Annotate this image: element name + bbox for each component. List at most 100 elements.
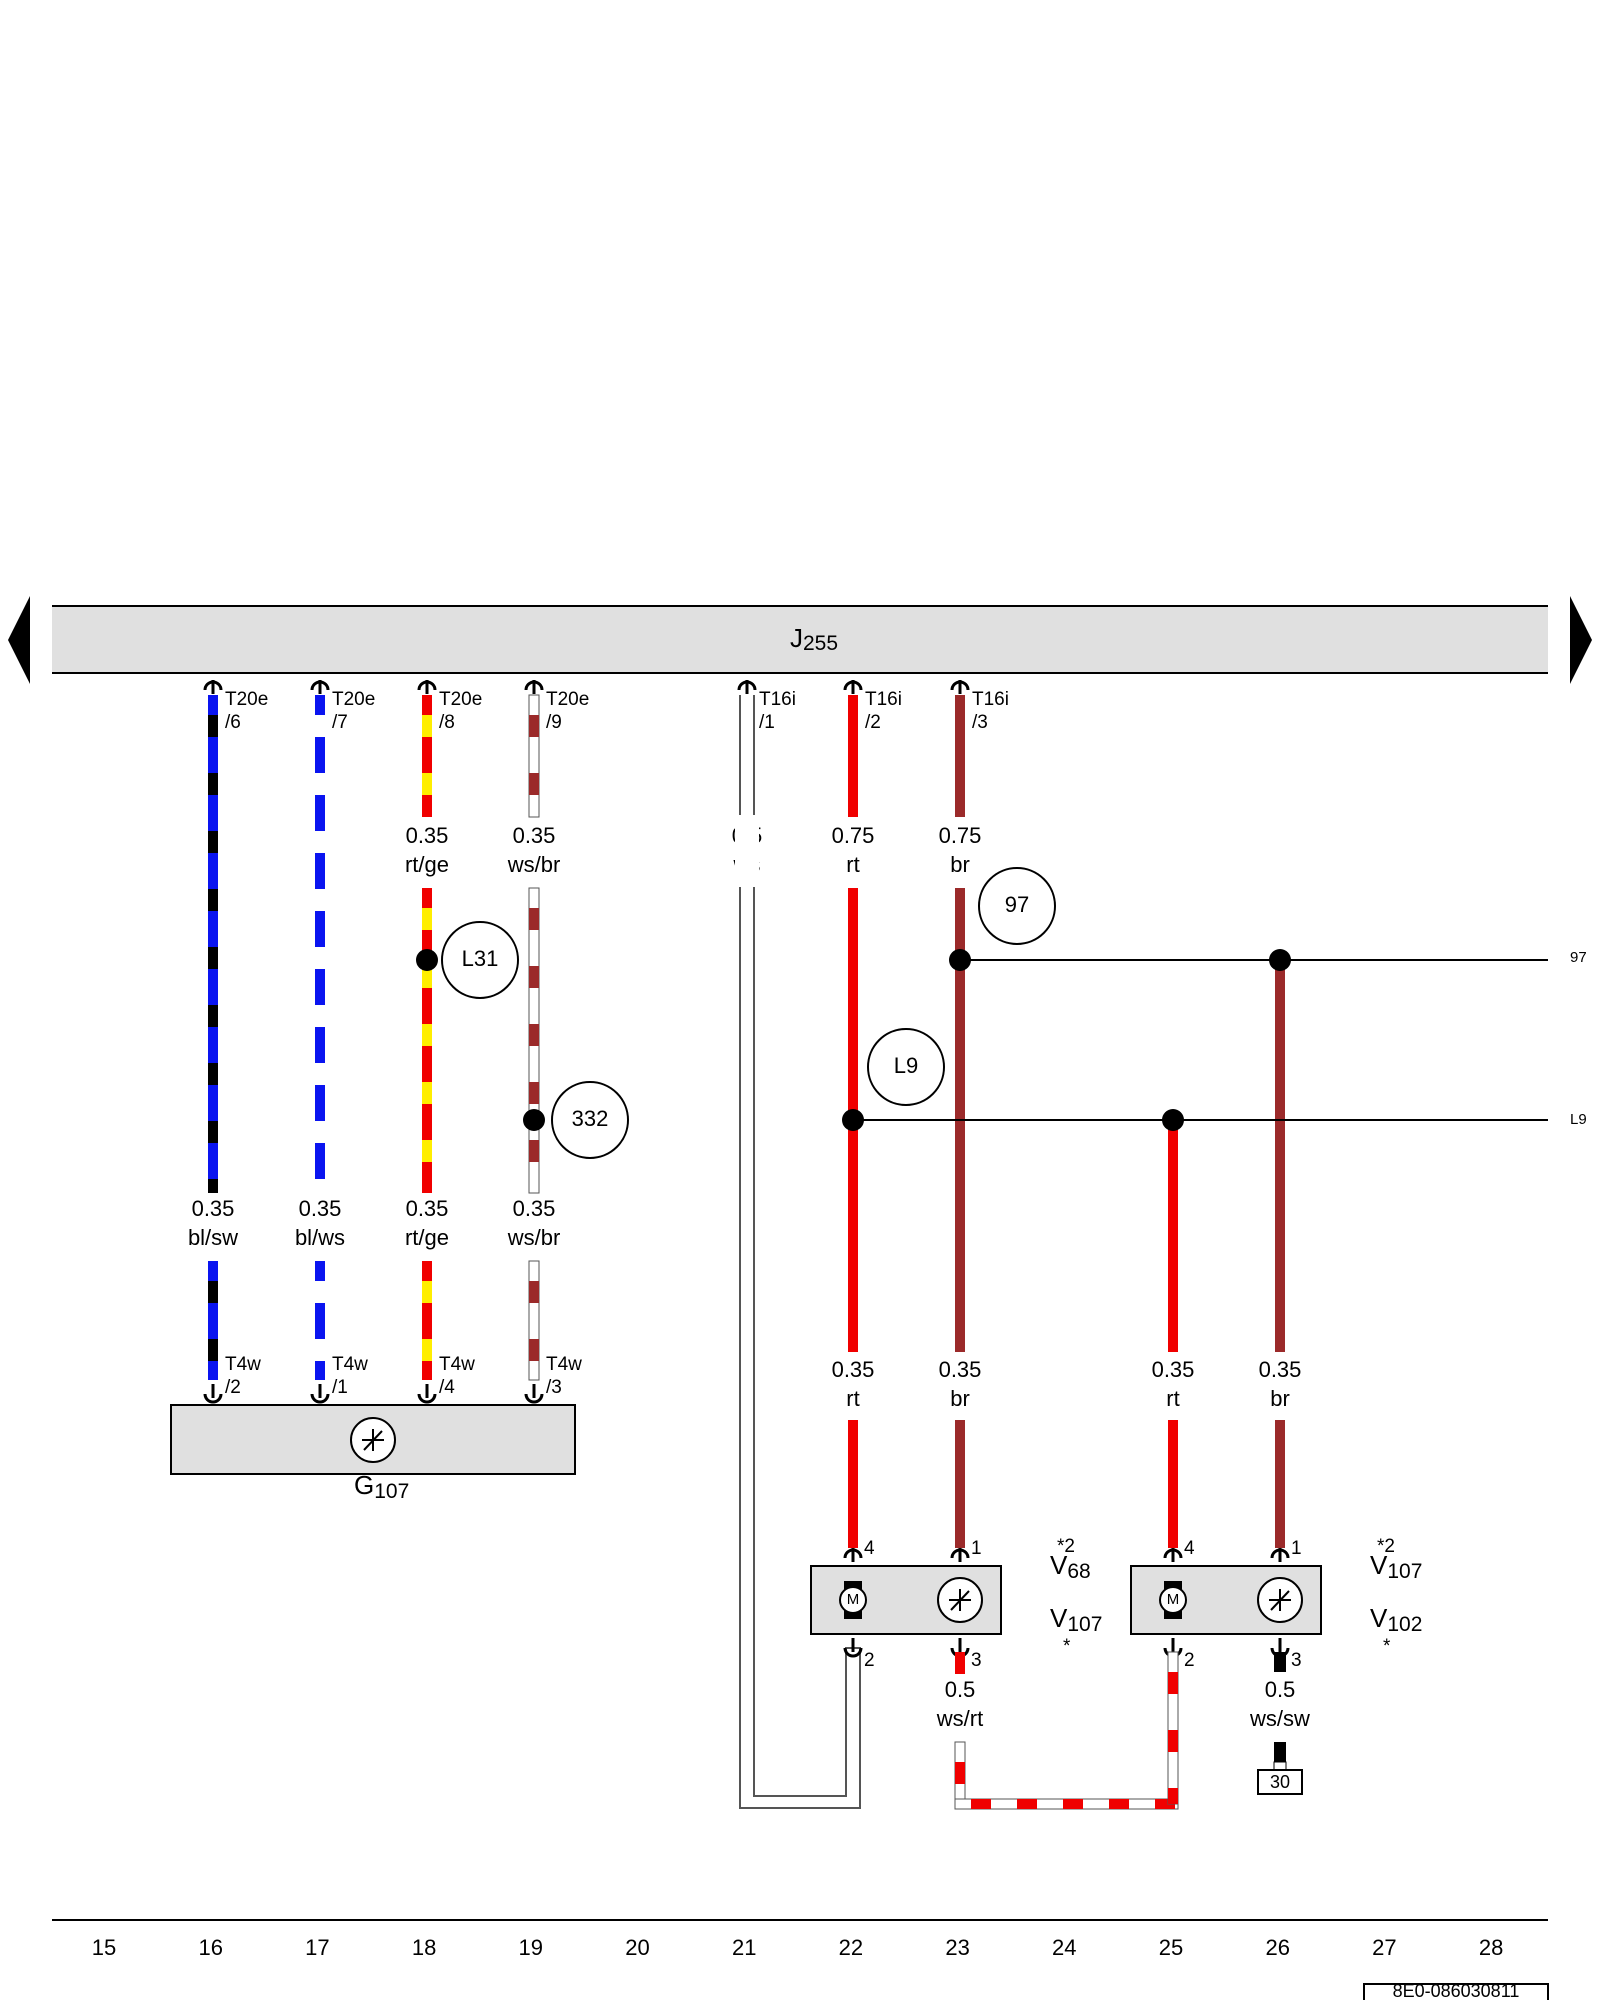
wire-right-2-top-label-color: rt: [846, 852, 859, 877]
wire-left-1-a-stripe: [208, 1121, 218, 1143]
wire-right-mid-4-label-color: br: [1270, 1386, 1290, 1411]
motor-a-pin-bl: 2: [864, 1650, 875, 1671]
splice-l9-dot-b: [1162, 1109, 1184, 1131]
footer-column-20: 20: [625, 1935, 649, 1960]
wire-left-1-c-stripe: [208, 1339, 218, 1361]
wire-left-3-bot-label-gauge: 0.35: [406, 1196, 449, 1221]
splice-97-dot-b: [1269, 949, 1291, 971]
wire-left-2-c-stripe: [315, 1339, 325, 1361]
wire-ws-label-gap: [735, 815, 759, 887]
motor-a-label2: V107: [1050, 1603, 1102, 1636]
wire-left-1-a-stripe: [208, 1179, 218, 1193]
line-end-97-label: 97: [1570, 949, 1587, 966]
wire-left-2-bot-label-color: bl/ws: [295, 1225, 345, 1250]
wire-wsrt-h-stripe: [1155, 1799, 1175, 1809]
wire-wssw-label-color: ws/sw: [1249, 1706, 1310, 1731]
footer-column-21: 21: [732, 1935, 756, 1960]
connector-t20e-name-3: T20e: [439, 689, 482, 710]
wire-left-3-mid-label-color: rt/ge: [405, 852, 449, 877]
wire-left-4-mid-label-gauge: 0.35: [513, 823, 556, 848]
wire-left-1-a-stripe: [208, 1063, 218, 1085]
wire-left-1-a-stripe: [208, 831, 218, 853]
wire-left-4-b-stripe: [529, 966, 539, 988]
connector-t20e-pin-2: /7: [332, 712, 348, 733]
wire-layer: T20e/60.35bl/swT4w/2T20e/70.35bl/wsT4w/1…: [188, 680, 1548, 1810]
connector-t20e-pin-4: /9: [546, 712, 562, 733]
splice-332-label: 332: [572, 1106, 609, 1131]
motor-b-star2: *: [1383, 1636, 1391, 1657]
wire-right-mid-2-label-color: br: [950, 1386, 970, 1411]
wire-left-4-b-stripe: [529, 908, 539, 930]
splice-l31-label: L31: [462, 946, 499, 971]
wire-left-2-a-stripe: [315, 773, 325, 795]
wire-left-3-c-stripe: [422, 1281, 432, 1303]
splice-332-dot: [523, 1109, 545, 1131]
nav-right-arrow-icon[interactable]: [1570, 596, 1592, 684]
wire-left-1-c-stripe: [208, 1281, 218, 1303]
wire-wsrt-h-stripe: [1109, 1799, 1129, 1809]
wire-left-3-c-stripe: [422, 1339, 432, 1361]
connector-t4w-pin-2: /1: [332, 1377, 348, 1398]
wire-right-3-top-label-gauge: 0.75: [939, 823, 982, 848]
motor-b-pin-tr: 1: [1291, 1538, 1302, 1559]
wire-left-3-b-stripe: [422, 1024, 432, 1046]
motor-a-pin-br: 3: [971, 1650, 982, 1671]
motor-bottom-connector-1: [843, 1647, 863, 1658]
wire-right-mid-2-label-gauge: 0.35: [939, 1357, 982, 1382]
motor-b-pin-bl: 2: [1184, 1650, 1195, 1671]
wire-left-3-a-stripe: [422, 773, 432, 795]
wire-left-3-b-stripe: [422, 1140, 432, 1162]
connector-t4w-pin-3: /4: [439, 1377, 455, 1398]
splice-labels: L31 332 97 L9 97 L9: [441, 867, 1587, 1159]
motor-unit-b: M *2 V107 V102 * 4 1 2 3: [1130, 1536, 1422, 1671]
wire-br-branch-a: [1275, 960, 1285, 1352]
wire-left-1-a-stripe: [208, 889, 218, 911]
sensor-g107-label: G107: [354, 1470, 409, 1503]
wire-left-1-c: [208, 1261, 218, 1380]
wire-left-3-b-stripe: [422, 908, 432, 930]
wire-left-3-b-stripe: [422, 966, 432, 988]
motor-b-m-label: M: [1167, 1591, 1180, 1608]
motor-b-label1: V107: [1370, 1550, 1422, 1583]
sensor-symbol-icon: [937, 1577, 983, 1623]
motor-unit-a: M *2 V68 V107 * 4 1 2 3: [810, 1536, 1102, 1671]
motor-b-label2: V102: [1370, 1603, 1422, 1636]
splice-97-dot-a: [949, 949, 971, 971]
footer-column-28: 28: [1479, 1935, 1503, 1960]
connector-t4w-name-4: T4w: [546, 1354, 582, 1375]
wire-left-4-c-stripe: [529, 1281, 539, 1303]
footer-column-26: 26: [1265, 1935, 1289, 1960]
wire-wsrt-b-stripe: [1168, 1672, 1178, 1694]
wire-right-mid-3-label-gauge: 0.35: [1152, 1357, 1195, 1382]
connector-t20e-name-4: T20e: [546, 689, 589, 710]
connector-t4w-name-2: T4w: [332, 1354, 368, 1375]
wire-rt-branch-a: [1168, 1120, 1178, 1352]
nav-left-arrow-icon[interactable]: [8, 596, 30, 684]
footer-column-22: 22: [839, 1935, 863, 1960]
wire-right-3-top-label-color: br: [950, 852, 970, 877]
wire-left-4-b-stripe: [529, 1140, 539, 1162]
splice-l9-dot-a: [842, 1109, 864, 1131]
footer-column-15: 15: [92, 1935, 116, 1960]
wire-left-2-a-stripe: [315, 889, 325, 911]
wire-wsrt-label-gauge: 0.5: [945, 1677, 976, 1702]
motor-b-star1: *2: [1377, 1536, 1395, 1557]
motor-b-pin-br: 3: [1291, 1650, 1302, 1671]
connector-t20e-name-2: T20e: [332, 689, 375, 710]
wire-left-4-c: [528, 1260, 540, 1381]
wire-left-4-mid-label-color: ws/br: [507, 852, 561, 877]
wire-left-2-a-stripe: [315, 715, 325, 737]
motor-a-pin-tr: 1: [971, 1538, 982, 1559]
wire-left-1-a-stripe: [208, 947, 218, 969]
motor-a-label1: V68: [1050, 1550, 1091, 1583]
control-unit-label: J255: [790, 623, 838, 655]
footer-column-19: 19: [519, 1935, 543, 1960]
motor-a-pin-tl: 4: [864, 1538, 875, 1559]
wire-wssw-a: [1274, 1742, 1286, 1762]
line-end-l9-label: L9: [1570, 1111, 1587, 1128]
wire-wsrt-h-stripe: [1063, 1799, 1083, 1809]
wire-left-2-bot-label-gauge: 0.35: [299, 1196, 342, 1221]
wire-right-mid-3-label-color: rt: [1166, 1386, 1179, 1411]
connector-t4w-3: [417, 1393, 437, 1404]
